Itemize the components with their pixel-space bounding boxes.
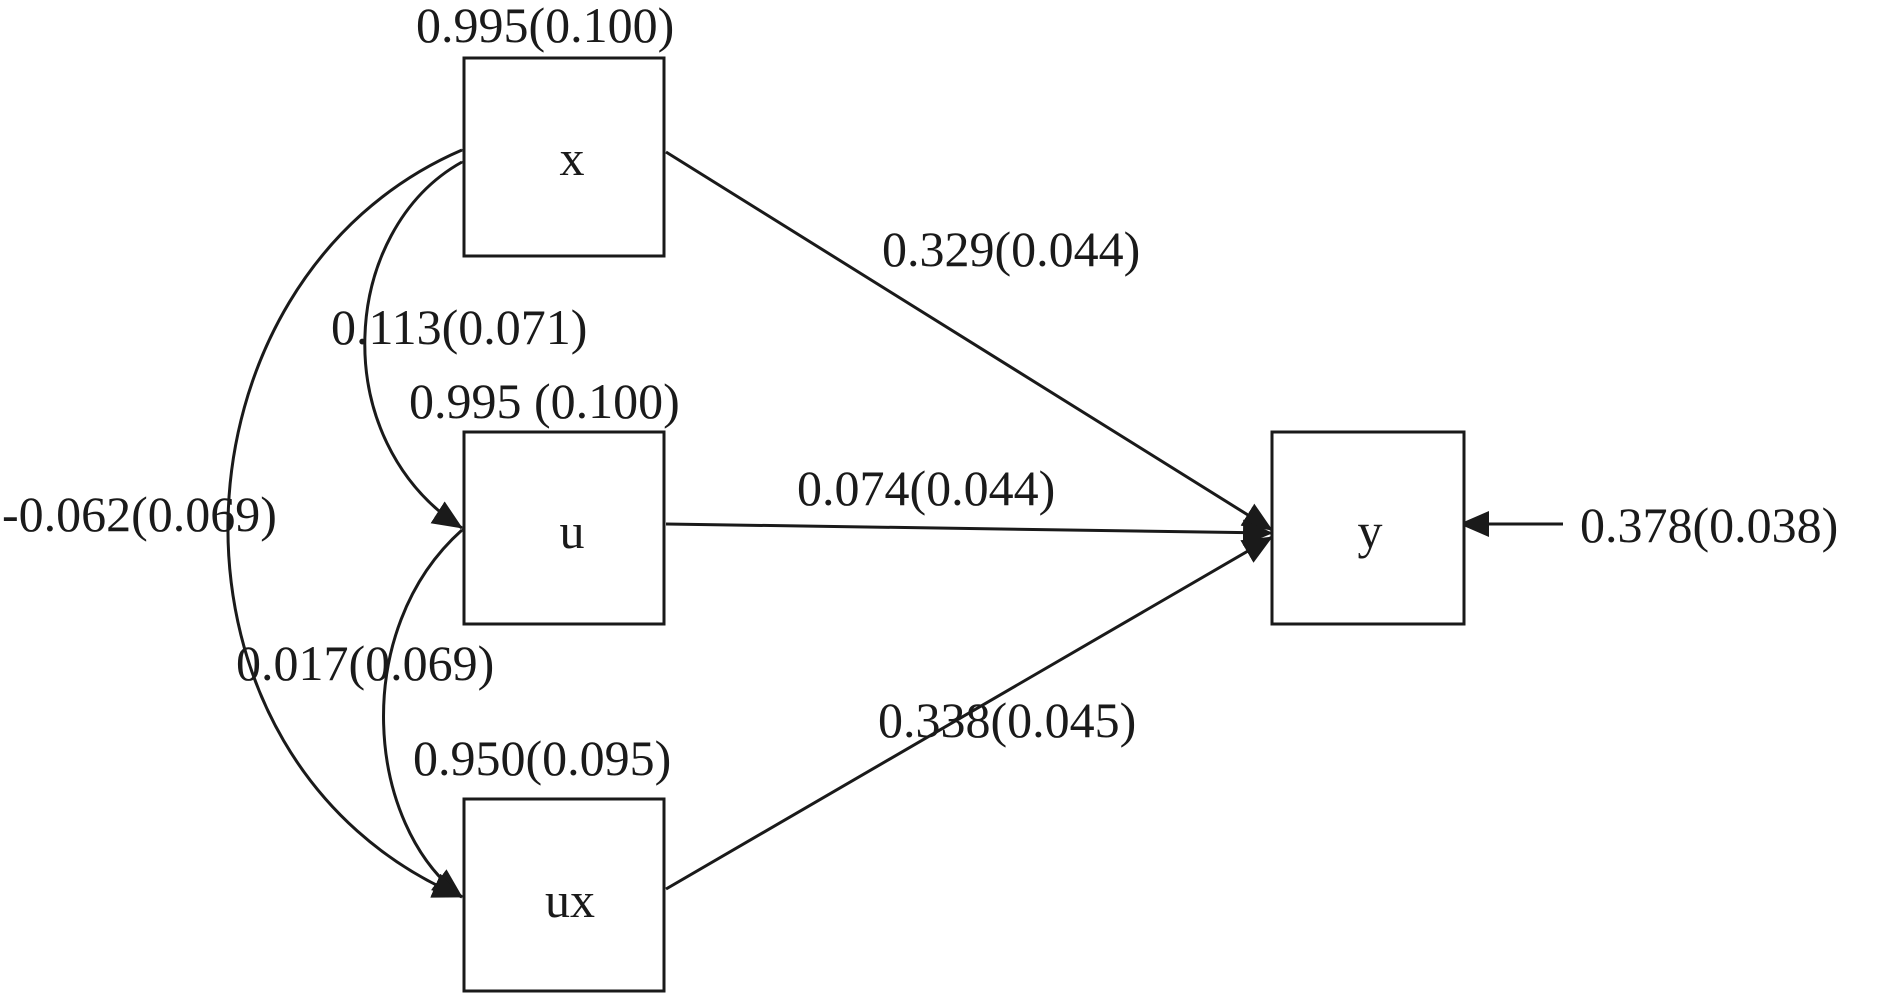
path-x-to-y xyxy=(665,150,1273,532)
node-y-box xyxy=(1270,430,1466,626)
path-u-to-y xyxy=(665,519,1273,546)
node-x: x xyxy=(462,56,666,258)
node-u-label: u xyxy=(560,503,585,559)
node-ux-label: ux xyxy=(545,872,595,928)
node-x-label: x xyxy=(560,130,585,186)
node-ux: ux xyxy=(462,797,666,993)
path-ux-to-y xyxy=(665,535,1273,891)
variance-u-label: 0.995 (0.100) xyxy=(409,373,680,429)
covariance-x-u-label: 0.113(0.071) xyxy=(331,299,587,355)
residual-y-label: 0.378(0.038) xyxy=(1580,497,1838,553)
node-y-label: y xyxy=(1358,503,1383,559)
node-ux-box xyxy=(462,797,666,993)
path-x-y-label: 0.329(0.044) xyxy=(882,221,1140,277)
node-y: y xyxy=(1270,430,1466,626)
node-u-box xyxy=(462,430,666,626)
variance-ux-label: 0.950(0.095) xyxy=(413,730,671,786)
path-u-y-label: 0.074(0.044) xyxy=(797,460,1055,516)
covariance-u-ux-label: 0.017(0.069) xyxy=(236,635,494,691)
variance-x-label: 0.995(0.100) xyxy=(416,0,674,53)
covariance-x-u-curve xyxy=(363,136,494,530)
node-x-box xyxy=(462,56,666,258)
path-ux-y-label: 0.338(0.045) xyxy=(878,692,1136,748)
node-u: u xyxy=(462,430,666,626)
covariance-x-ux-label: -0.062(0.069) xyxy=(2,486,277,542)
covariance-x-ux-curve xyxy=(226,126,494,899)
covariance-u-ux-curve xyxy=(382,500,493,899)
